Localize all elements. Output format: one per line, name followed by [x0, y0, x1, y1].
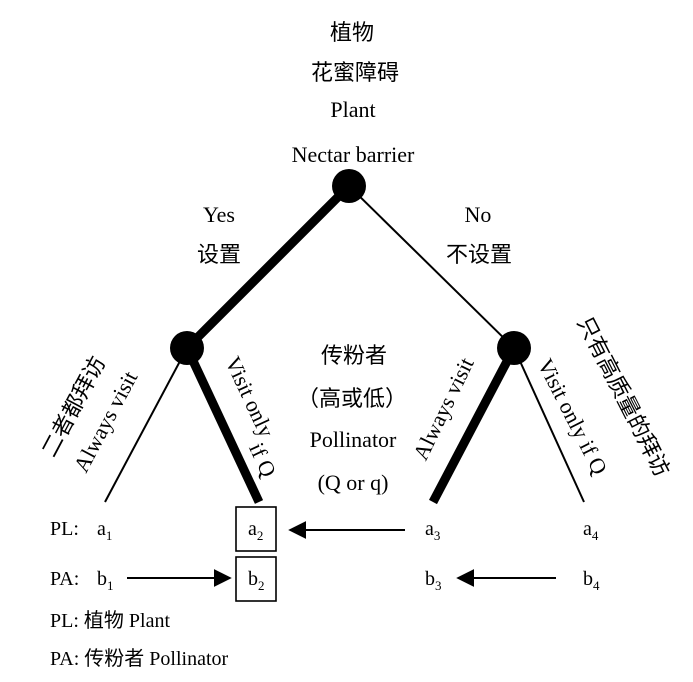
pollinator-label-en-sub: (Q or q): [318, 470, 389, 495]
payoff-a2-highlight-box: [235, 506, 277, 552]
pollinator-label-en: Pollinator: [310, 427, 397, 452]
root-title-en: Plant: [330, 97, 375, 122]
root-subtitle-cn: 花蜜障碍: [311, 60, 399, 85]
root-subtitle-en: Nectar barrier: [292, 142, 415, 167]
branch-no-cn: 不设置: [446, 242, 512, 267]
edge-right-visit-only-if-q: [513, 347, 585, 503]
pl-row-label: PL:: [50, 518, 79, 540]
pollinator-node-left: [170, 331, 204, 365]
payoff-b2-highlight-box: [235, 556, 277, 602]
edge-root-to-right: [348, 185, 515, 349]
payoff-a3: a3: [425, 518, 440, 543]
pollinator-node-right: [497, 331, 531, 365]
payoff-a2: a2: [248, 518, 263, 543]
edge-root-to-left: [183, 182, 353, 352]
plant-decision-node: [332, 169, 366, 203]
payoff-b1: b1: [97, 568, 114, 593]
root-title-cn: 植物: [330, 20, 374, 45]
payoff-b4: b4: [583, 568, 600, 593]
branch-no-en: No: [465, 202, 492, 227]
branch-yes-en: Yes: [203, 202, 235, 227]
payoff-a4: a4: [583, 518, 599, 543]
payoff-b3: b3: [425, 568, 442, 593]
right-always-visit-en: Always visit: [408, 354, 479, 464]
legend-pa: PA: 传粉者 Pollinator: [50, 647, 229, 670]
pa-row-label: PA:: [50, 568, 79, 590]
edge-left-always-visit: [104, 347, 188, 503]
payoff-a1: a1: [97, 518, 112, 543]
pollinator-label-cn-sub: （高或低）: [297, 386, 407, 411]
edge-right-always-visit: [429, 345, 518, 505]
edge-left-visit-only-if-q: [182, 346, 264, 504]
branch-yes-cn: 设置: [197, 242, 241, 267]
payoff-b2: b2: [248, 568, 265, 593]
legend-pl: PL: 植物 Plant: [50, 609, 170, 632]
pollinator-label-cn: 传粉者: [321, 343, 387, 368]
